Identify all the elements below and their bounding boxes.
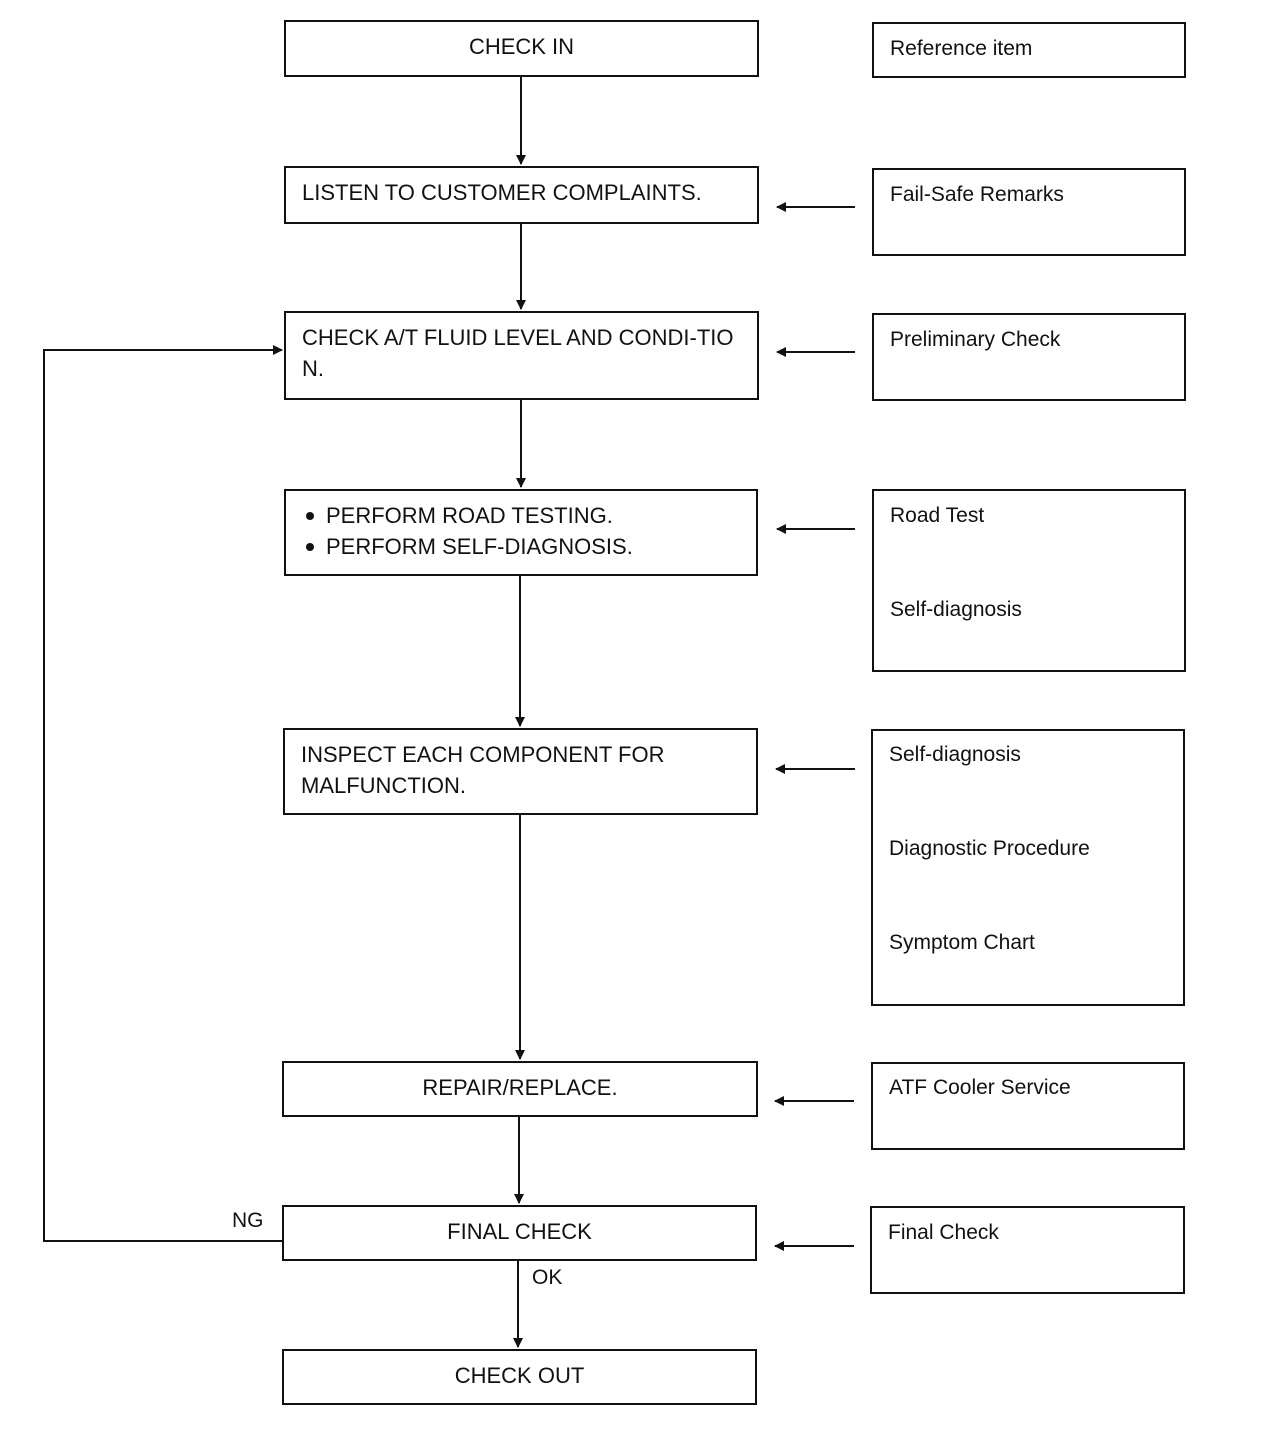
repair-label: REPAIR/REPLACE. [422, 1075, 618, 1100]
road-test-ref-box: Road Test Self-diagnosis [872, 489, 1186, 672]
reference-header-box: Reference item [872, 22, 1186, 78]
road-test-ref-label: Road Test [890, 504, 985, 527]
fail-safe-ref-box: Fail-Safe Remarks [872, 168, 1186, 256]
preliminary-ref-label: Preliminary Check [890, 328, 1061, 351]
check-out-label: CHECK OUT [454, 1363, 585, 1388]
final-check-box: FINAL CHECK [282, 1205, 757, 1261]
final-check-label: FINAL CHECK [447, 1219, 592, 1244]
fluid-check-label: CHECK A/T FLUID LEVEL AND CONDI-TION. [302, 325, 734, 381]
check-out-box: CHECK OUT [282, 1349, 757, 1405]
road-testing-step: PERFORM ROAD TESTING. [302, 500, 740, 531]
diagnostic-procedure-ref-label: Diagnostic Procedure [889, 837, 1090, 860]
fluid-check-box: CHECK A/T FLUID LEVEL AND CONDI-TION. [284, 311, 759, 400]
check-in-label: CHECK IN [468, 34, 575, 59]
road-test-box: PERFORM ROAD TESTING. PERFORM SELF-DIAGN… [284, 489, 758, 576]
inspect-ref-box: Self-diagnosis Diagnostic Procedure Symp… [871, 729, 1185, 1006]
atf-cooler-ref-box: ATF Cooler Service [871, 1062, 1185, 1150]
road-test-steps: PERFORM ROAD TESTING. PERFORM SELF-DIAGN… [302, 500, 740, 562]
atf-cooler-ref-label: ATF Cooler Service [889, 1076, 1071, 1099]
repair-box: REPAIR/REPLACE. [282, 1061, 758, 1117]
reference-header-label: Reference item [890, 37, 1033, 60]
listen-label: LISTEN TO CUSTOMER COMPLAINTS. [302, 180, 702, 205]
self-diagnosis-ref-label-2: Self-diagnosis [889, 743, 1021, 766]
ng-loop-line [43, 345, 283, 1242]
fail-safe-ref-label: Fail-Safe Remarks [890, 183, 1064, 206]
preliminary-ref-box: Preliminary Check [872, 313, 1186, 401]
check-in-box: CHECK IN [284, 20, 759, 77]
self-diagnosis-step: PERFORM SELF-DIAGNOSIS. [302, 531, 740, 562]
inspect-box: INSPECT EACH COMPONENT FOR MALFUNCTION. [283, 728, 758, 815]
self-diagnosis-ref-label: Self-diagnosis [890, 598, 1022, 621]
ok-label: OK [532, 1266, 563, 1289]
listen-box: LISTEN TO CUSTOMER COMPLAINTS. [284, 166, 759, 224]
inspect-label: INSPECT EACH COMPONENT FOR MALFUNCTION. [301, 742, 665, 798]
symptom-chart-ref-label: Symptom Chart [889, 931, 1035, 954]
final-check-ref-label: Final Check [888, 1221, 999, 1244]
final-check-ref-box: Final Check [870, 1206, 1185, 1294]
ng-label: NG [232, 1209, 264, 1232]
